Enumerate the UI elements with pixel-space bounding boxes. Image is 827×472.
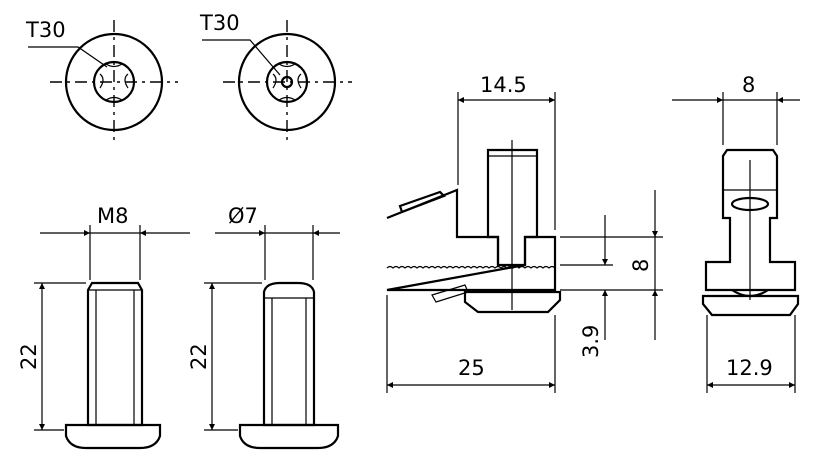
length-label: 22 — [17, 343, 41, 370]
drive-label: T30 — [25, 18, 66, 42]
width-label: M8 — [97, 204, 128, 228]
length-label: 22 — [187, 343, 211, 370]
bottom-width-label: 12.9 — [726, 356, 773, 380]
top-width-label: 8 — [742, 73, 755, 97]
top-width-label: 14.5 — [480, 73, 527, 97]
top-view-torx: T30 — [25, 18, 178, 145]
bolt-view-d7: Ø7 22 — [187, 204, 340, 450]
width-label: Ø7 — [228, 204, 258, 228]
total-width-label: 25 — [458, 356, 485, 380]
top-view-torx-pin: T30 — [199, 11, 352, 145]
drive-label: T30 — [199, 11, 240, 35]
side-view: 14.5 25 8 3.9 — [386, 73, 663, 393]
height-label: 8 — [629, 259, 653, 272]
offset-label: 3.9 — [579, 325, 603, 358]
bolt-view-m8: M8 22 — [17, 204, 190, 450]
front-view: 8 12.9 — [672, 73, 800, 393]
